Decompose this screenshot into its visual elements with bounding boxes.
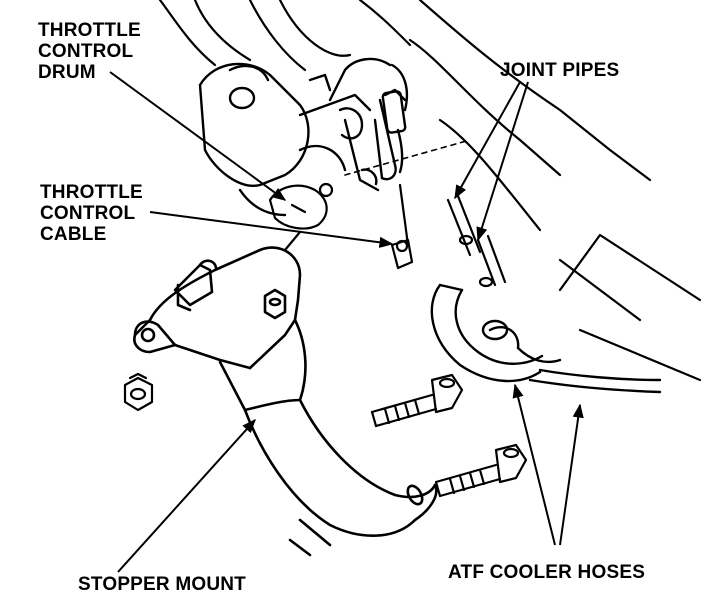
- bolt-lower: [434, 443, 528, 498]
- label-line: THROTTLE: [40, 182, 143, 203]
- label-throttle-control-drum: THROTTLE CONTROL DRUM: [38, 20, 141, 83]
- leader-lines: [109, 71, 584, 573]
- nut-left: [123, 372, 154, 412]
- leader-joint-pipe-1: [454, 81, 521, 200]
- label-stopper-mount: STOPPER MOUNT: [78, 574, 246, 595]
- leader-joint-pipe-2: [476, 81, 529, 242]
- leader-atf-hose-1: [512, 383, 556, 546]
- engine-background-outline: [158, 0, 702, 382]
- reference-dashed-line: [344, 139, 471, 176]
- label-atf-cooler-hoses: ATF COOLER HOSES: [448, 562, 646, 583]
- label-line: CONTROL: [40, 203, 136, 224]
- leader-throttle-drum: [109, 71, 287, 201]
- leader-throttle-cable: [149, 211, 394, 248]
- throttle-cable-end: [390, 183, 414, 270]
- leader-stopper-mount: [117, 418, 256, 573]
- atf-cooler-hoses-drawing: [430, 283, 662, 394]
- throttle-drum-detail: [268, 182, 334, 252]
- label-line: CONTROL: [38, 41, 134, 62]
- label-joint-pipes: JOINT PIPES: [500, 60, 620, 81]
- joint-pipes-drawing: [446, 194, 507, 288]
- label-line: THROTTLE: [38, 20, 141, 41]
- stopper-mount-drawing: [133, 246, 438, 557]
- label-line: DRUM: [38, 62, 96, 83]
- label-line: CABLE: [40, 224, 107, 245]
- label-throttle-control-cable: THROTTLE CONTROL CABLE: [40, 182, 143, 245]
- bolt-upper: [370, 373, 464, 428]
- leader-atf-hose-2: [559, 403, 584, 546]
- throttle-body: [198, 57, 409, 217]
